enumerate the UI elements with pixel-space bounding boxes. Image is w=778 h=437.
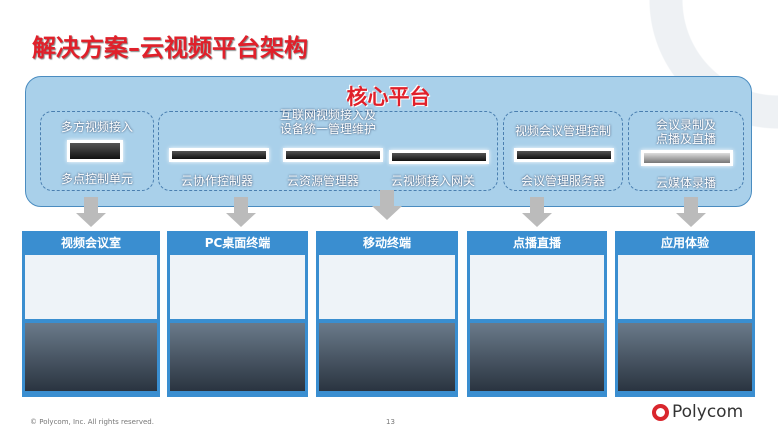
arrow-down-icon	[372, 190, 402, 222]
streaming-devices-image	[470, 255, 604, 319]
endpoint-card: PC桌面终端	[167, 231, 308, 397]
core-platform-title: 核心平台	[346, 85, 431, 109]
group-multiparty: 多方视频接入 多点控制单元	[40, 111, 154, 191]
copyright: © Polycom, Inc. All rights reserved.	[30, 418, 154, 426]
streaming-user-photo	[470, 323, 604, 391]
arrow-down-icon	[226, 197, 256, 229]
arrow-down-icon	[522, 197, 552, 229]
group-heading: 视频会议管理控制	[514, 124, 611, 138]
endpoint-title: 视频会议室	[60, 236, 121, 250]
device-label: 云视频接入网关	[391, 174, 476, 188]
mobile-devices-image	[319, 255, 455, 319]
application-devices-image	[618, 255, 752, 319]
endpoint-card: 移动终端	[316, 231, 458, 397]
endpoint-card: 视频会议室	[22, 231, 160, 397]
group-heading: 互联网视频接入及 设备统一管理维护	[279, 108, 376, 136]
pc-desktop-image	[170, 255, 305, 319]
core-platform: 核心平台 多方视频接入 多点控制单元 互联网视频接入及 设备统一管理维护 云协作…	[25, 76, 752, 207]
device-label: 云资源管理器	[287, 174, 360, 188]
server-icon	[514, 148, 614, 162]
whiteboard-photo	[618, 323, 752, 391]
group-recording: 会议录制及 点播及直播 云媒体录播	[628, 111, 744, 191]
endpoint-title: 应用体验	[660, 236, 709, 250]
device-label: 会议管理服务器	[520, 174, 605, 188]
group-conference-management: 视频会议管理控制 会议管理服务器	[503, 111, 623, 191]
group-heading: 会议录制及 点播及直播	[655, 118, 716, 146]
recorder-icon	[641, 150, 733, 166]
endpoint-card: 应用体验	[615, 231, 755, 397]
device-label: 多点控制单元	[60, 172, 133, 186]
group-heading: 多方视频接入	[60, 120, 133, 134]
server-icon	[389, 150, 489, 164]
endpoint-title: 移动终端	[362, 236, 411, 250]
arrow-down-icon	[676, 197, 706, 229]
desktop-user-photo	[170, 323, 305, 391]
polycom-logo-icon	[652, 403, 669, 421]
page-number: 13	[386, 418, 395, 426]
device-label: 云媒体录播	[655, 176, 716, 190]
endpoint-title: PC桌面终端	[204, 236, 271, 250]
endpoint-title: 点播直播	[512, 236, 561, 250]
device-label: 云协作控制器	[181, 174, 254, 188]
page-title: 解决方案–云视频平台架构	[32, 34, 308, 62]
server-icon	[283, 148, 383, 162]
room-system-image	[25, 255, 157, 319]
endpoint-card: 点播直播	[467, 231, 607, 397]
mobile-user-photo	[319, 323, 455, 391]
logo-text: Polycom	[672, 402, 744, 422]
mcu-device-icon	[67, 140, 123, 162]
group-internet-access: 互联网视频接入及 设备统一管理维护 云协作控制器 云资源管理器 云视频接入网关	[158, 108, 498, 191]
arrow-down-icon	[76, 197, 106, 229]
polycom-logo: Polycom	[652, 402, 743, 422]
meeting-room-photo	[25, 323, 157, 391]
server-icon	[169, 148, 269, 162]
